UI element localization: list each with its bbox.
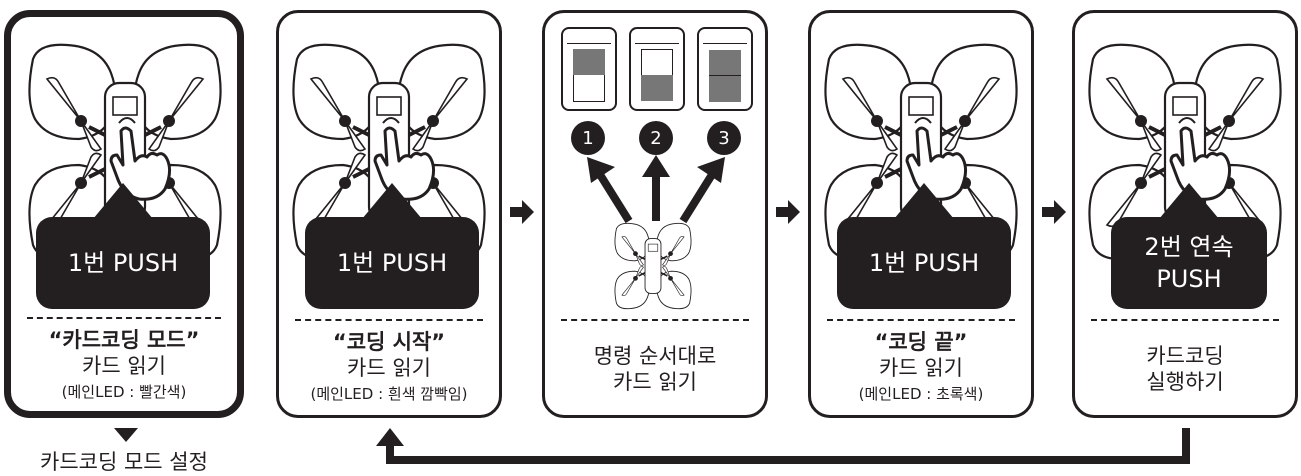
step-panel-mode: 1번 PUSH “카드코딩 모드” 카드 읽기 (메인LED : 빨간색) bbox=[4, 10, 244, 418]
caption: “카드코딩 모드” 카드 읽기 (메인LED : 빨간색) bbox=[11, 327, 237, 405]
step-panel-read: 1 2 3 명령 순서대로 카드 읽기 bbox=[542, 10, 768, 418]
card-icon bbox=[697, 27, 753, 111]
caption-line: 카드 읽기 bbox=[347, 356, 431, 380]
caption-title: “코딩 끝” bbox=[874, 330, 968, 354]
caption: 카드코딩 실행하기 bbox=[1075, 343, 1295, 395]
push-button-label: 1번 PUSH bbox=[36, 183, 210, 309]
direction-arrows-icon bbox=[587, 155, 725, 224]
caption-line: 명령 순서대로 bbox=[593, 344, 717, 368]
step-panel-end: 1번 PUSH “코딩 끝” 카드 읽기 (메인LED : 초록색) bbox=[808, 10, 1034, 418]
caption-line: 카드 읽기 bbox=[82, 354, 166, 378]
loop-back-arrow-icon bbox=[376, 428, 1190, 464]
badge-1: 1 bbox=[571, 121, 605, 155]
caption-line: 카드코딩 bbox=[1146, 344, 1224, 368]
caption: 명령 순서대로 카드 읽기 bbox=[545, 343, 765, 395]
push-button-label: 1번 PUSH bbox=[305, 183, 479, 309]
caption: “코딩 끝” 카드 읽기 (메인LED : 초록색) bbox=[811, 329, 1031, 407]
mode-label: 카드코딩 모드 설정 bbox=[40, 450, 208, 474]
push-button-label: 1번 PUSH bbox=[837, 183, 1011, 309]
caption-title: “카드코딩 모드” bbox=[48, 328, 200, 352]
arrow-right-icon bbox=[510, 200, 534, 224]
caption-led: (메인LED : 빨간색) bbox=[61, 383, 187, 401]
caption-line: 카드 읽기 bbox=[613, 370, 697, 394]
mode-pointer-icon bbox=[114, 428, 138, 442]
divider bbox=[1091, 319, 1279, 321]
divider bbox=[827, 319, 1015, 321]
caption-led: (메인LED : 초록색) bbox=[858, 385, 984, 403]
caption-line: 실행하기 bbox=[1146, 370, 1224, 394]
divider bbox=[295, 319, 483, 321]
caption-led: (메인LED : 흰색 깜빡임) bbox=[310, 385, 468, 403]
caption: “코딩 시작” 카드 읽기 (메인LED : 흰색 깜빡임) bbox=[279, 329, 499, 407]
card-icon bbox=[629, 27, 685, 111]
caption-title: “코딩 시작” bbox=[332, 330, 446, 354]
drone-small-icon bbox=[614, 222, 692, 310]
arrow-right-icon bbox=[1042, 200, 1066, 224]
badge-2: 2 bbox=[639, 121, 673, 155]
divider bbox=[27, 317, 221, 319]
badge-3: 3 bbox=[707, 121, 741, 155]
card-icon bbox=[561, 27, 617, 111]
caption-line: 카드 읽기 bbox=[879, 356, 963, 380]
step-panel-start: 1번 PUSH “코딩 시작” 카드 읽기 (메인LED : 흰색 깜빡임) bbox=[276, 10, 502, 418]
divider bbox=[561, 319, 749, 321]
arrow-right-icon bbox=[776, 200, 800, 224]
